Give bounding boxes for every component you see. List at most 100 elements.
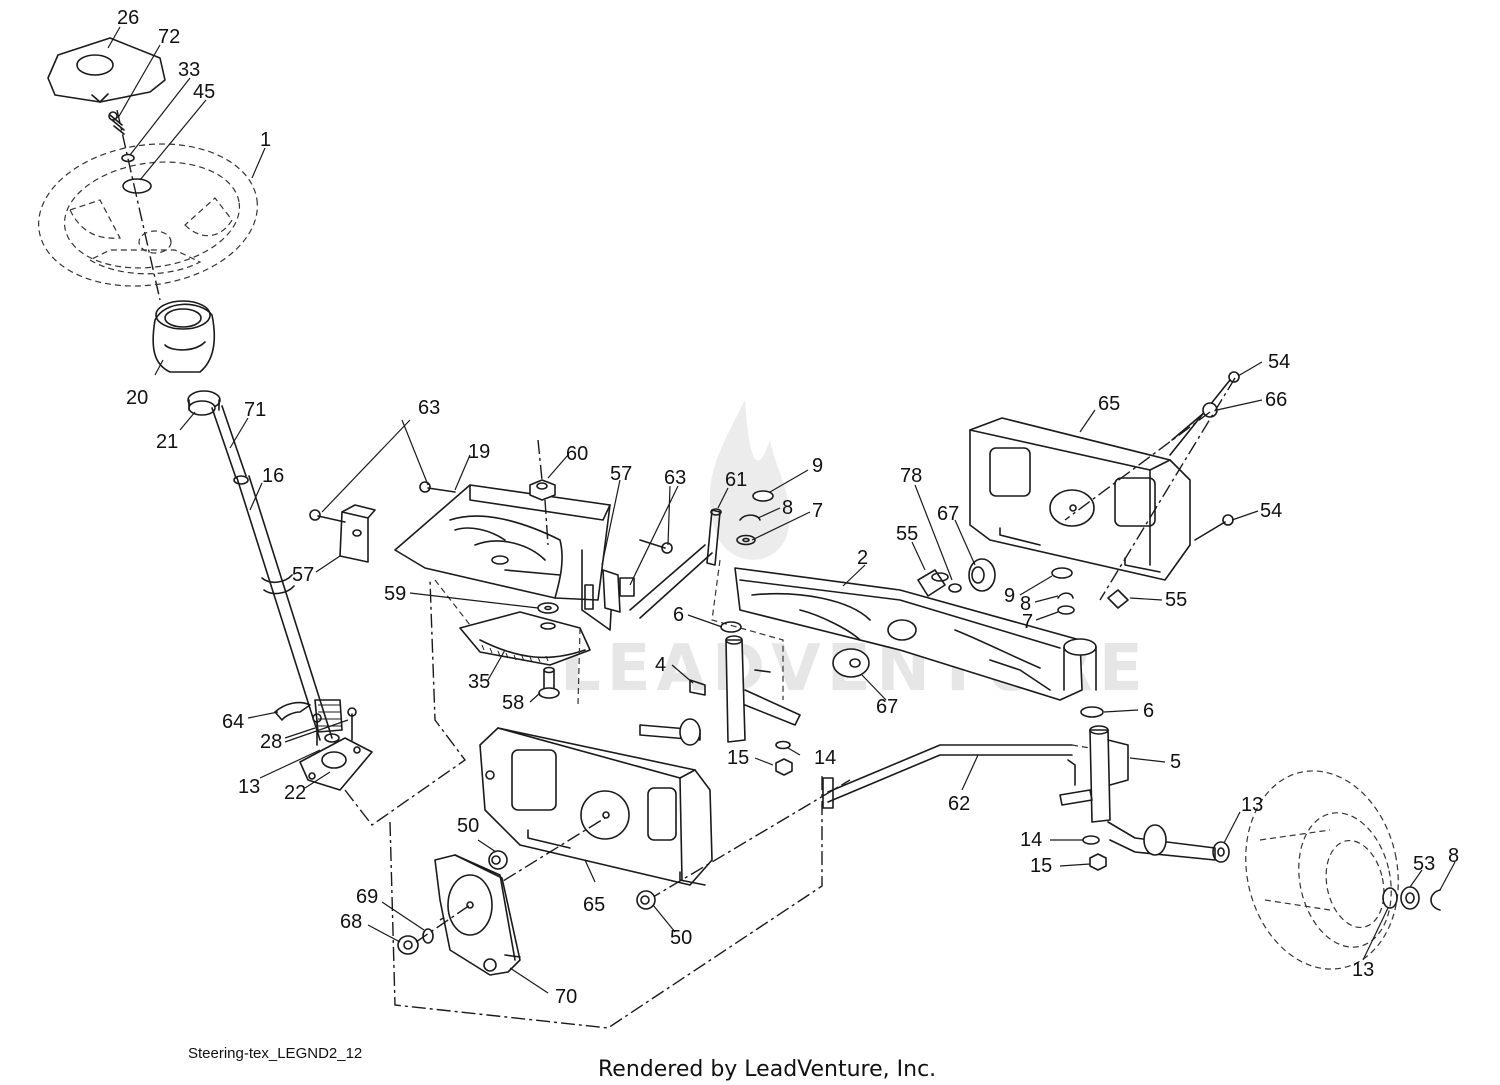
callout-28: 28 xyxy=(260,731,282,753)
callout-7: 7 xyxy=(812,500,823,522)
steering-support-plate xyxy=(394,484,613,631)
l-bracket xyxy=(602,569,635,613)
callout-64: 64 xyxy=(222,711,244,733)
callout-13: 13 xyxy=(238,776,260,798)
axle-mount-bracket xyxy=(969,417,1191,581)
callout-1: 1 xyxy=(260,129,271,151)
bolt xyxy=(1169,371,1240,541)
tie-rod xyxy=(822,744,1073,809)
hex-nut xyxy=(775,758,793,776)
callout-61: 61 xyxy=(725,469,747,491)
shoulder-bolt xyxy=(538,666,560,699)
callout-66: 66 xyxy=(1265,389,1287,411)
callout-67: 67 xyxy=(876,696,898,718)
drag-link-rod xyxy=(629,508,722,619)
bracket-clip xyxy=(274,701,311,721)
callout-14: 14 xyxy=(1020,829,1042,851)
callout-5: 5 xyxy=(1170,751,1181,773)
washer xyxy=(1400,886,1420,910)
cap-bushing xyxy=(1051,567,1073,579)
centerline xyxy=(116,109,161,301)
callout-14: 14 xyxy=(814,747,836,769)
steering-wheel xyxy=(38,143,258,287)
callout-55: 55 xyxy=(896,523,918,545)
assembly-line xyxy=(647,779,851,901)
pivot-bushing xyxy=(832,648,870,678)
assembly-line xyxy=(1071,744,1091,749)
centerline xyxy=(537,439,549,546)
centerline xyxy=(1064,377,1236,601)
washer xyxy=(422,928,434,944)
washer xyxy=(736,534,756,546)
washer xyxy=(1212,841,1230,863)
callout-53: 53 xyxy=(1413,853,1435,875)
callout-50: 50 xyxy=(457,815,479,837)
callout-35: 35 xyxy=(468,671,490,693)
axle-spacer xyxy=(917,569,949,597)
steering-shaft xyxy=(211,405,333,741)
callout-65: 65 xyxy=(583,894,605,916)
callout-50: 50 xyxy=(670,927,692,949)
callout-8: 8 xyxy=(1020,593,1031,615)
callout-57: 57 xyxy=(610,463,632,485)
bolt xyxy=(309,481,673,554)
flange-nut xyxy=(397,935,419,955)
bolt xyxy=(312,707,357,746)
steering-cap xyxy=(47,37,166,103)
hex-nut xyxy=(529,479,556,501)
footer-credit: Rendered by LeadVenture, Inc. xyxy=(598,1057,936,1082)
callout-13: 13 xyxy=(1352,959,1374,981)
retaining-ring xyxy=(739,514,761,521)
callout-9: 9 xyxy=(1004,585,1015,607)
callout-labels: 26 72 33 45 1 20 21 71 16 63 19 60 57 63… xyxy=(117,7,1459,1008)
callout-59: 59 xyxy=(384,583,406,605)
callout-78: 78 xyxy=(900,465,922,487)
callout-8: 8 xyxy=(1448,845,1459,867)
callout-20: 20 xyxy=(126,387,148,409)
gear-bushing xyxy=(187,390,221,416)
callout-67: 67 xyxy=(937,503,959,525)
callout-62: 62 xyxy=(948,793,970,815)
axle-mount-bracket xyxy=(479,727,713,886)
callout-15: 15 xyxy=(727,747,749,769)
assembly-line xyxy=(711,559,784,700)
callout-4: 4 xyxy=(655,654,666,676)
cover-plate xyxy=(434,854,521,976)
callout-60: 60 xyxy=(566,443,588,465)
l-bracket xyxy=(339,504,376,563)
callout-26: 26 xyxy=(117,7,139,29)
right-spindle xyxy=(1059,725,1216,861)
screw xyxy=(108,111,125,135)
retaining-clip xyxy=(1430,889,1441,911)
front-axle xyxy=(734,567,1097,701)
callout-21: 21 xyxy=(156,431,178,453)
callout-65: 65 xyxy=(1098,393,1120,415)
callout-68: 68 xyxy=(340,911,362,933)
callout-63: 63 xyxy=(418,397,440,419)
callout-71: 71 xyxy=(244,399,266,421)
column-boot xyxy=(152,300,216,373)
hex-nut xyxy=(1089,853,1107,871)
callout-15: 15 xyxy=(1030,855,1052,877)
callout-57: 57 xyxy=(292,564,314,586)
centerline xyxy=(415,904,471,943)
callout-16: 16 xyxy=(262,465,284,487)
callout-63: 63 xyxy=(664,467,686,489)
washer xyxy=(1057,605,1075,615)
callout-70: 70 xyxy=(555,986,577,1008)
callout-55: 55 xyxy=(1165,589,1187,611)
callout-7: 7 xyxy=(1022,611,1033,633)
hex-nut xyxy=(488,850,656,910)
callout-6: 6 xyxy=(1143,700,1154,722)
washer xyxy=(775,740,791,750)
front-wheel xyxy=(1245,770,1399,970)
callout-22: 22 xyxy=(284,782,306,804)
sector-gear xyxy=(459,611,591,666)
flange-bearing xyxy=(299,733,373,791)
leader-lines xyxy=(107,26,1456,994)
callout-33: 33 xyxy=(178,59,200,81)
callout-45: 45 xyxy=(193,81,215,103)
assembly-line xyxy=(344,579,466,826)
axle-spacer xyxy=(1107,589,1129,609)
